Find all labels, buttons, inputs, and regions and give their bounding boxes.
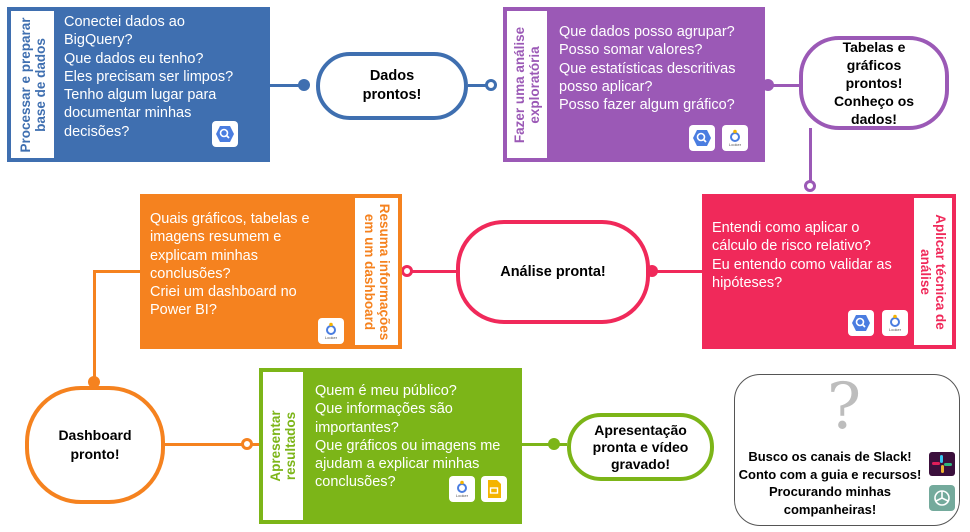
looker-studio-icon: Looker bbox=[882, 310, 908, 336]
connector-tables-technique bbox=[809, 128, 812, 188]
step-explore-title: Fazer uma análise exploratória bbox=[512, 26, 542, 143]
step-process-questions: Conectei dados ao BigQuery? Que dados eu… bbox=[64, 14, 234, 140]
step-technique-side: Aplicar técnica de análise bbox=[914, 198, 952, 345]
milestone-analysis-ready: Análise pronta! bbox=[456, 220, 650, 324]
step-present-side: Apresentar resultados bbox=[263, 372, 303, 520]
step-explore-questions: Que dados posso agrupar? Posso somar val… bbox=[559, 24, 736, 114]
connector-dot bbox=[548, 438, 560, 450]
connector-dashboard-left bbox=[93, 270, 141, 273]
connector-dot bbox=[804, 180, 816, 192]
step-explore-side: Fazer uma análise exploratória bbox=[507, 11, 547, 158]
slack-icon bbox=[929, 452, 955, 476]
question-mark-icon: ? bbox=[826, 370, 862, 444]
connector-analysis-dashboard bbox=[402, 270, 457, 273]
looker-studio-icon: Looker bbox=[449, 476, 475, 502]
step-technique-card: Entendi como aplicar o cálculo de risco … bbox=[702, 194, 956, 349]
step-process-title: Processar e preparar base de dados bbox=[17, 16, 48, 153]
help-lines: Busco os canais de Slack! Conto com a gu… bbox=[738, 449, 922, 517]
step-present-questions: Quem é meu público? Que informações são … bbox=[315, 383, 501, 491]
connector-dot bbox=[298, 79, 310, 91]
bigquery-icon bbox=[212, 121, 238, 147]
connector-dot bbox=[485, 79, 497, 91]
step-dashboard-card: Quais gráficos, tabelas e imagens resume… bbox=[140, 194, 402, 349]
milestone-presentation-ready: Apresentação pronta e vídeo gravado! bbox=[567, 413, 714, 481]
step-dashboard-title: Resuma informações em um dashboard bbox=[361, 203, 392, 340]
step-present-card: Apresentar resultados Quem é meu público… bbox=[259, 368, 522, 524]
step-technique-title: Aplicar técnica de análise bbox=[918, 213, 948, 330]
help-box: ? Busco os canais de Slack! Conto com a … bbox=[734, 374, 960, 526]
looker-studio-icon: Looker bbox=[722, 125, 748, 151]
milestone-dashboard-ready: Dashboard pronto! bbox=[25, 386, 165, 504]
bigquery-icon bbox=[689, 125, 715, 151]
bigquery-icon bbox=[848, 310, 874, 336]
milestone-data-ready: Dados prontos! bbox=[316, 52, 468, 120]
connector-dot bbox=[88, 376, 100, 388]
looker-studio-icon: Looker bbox=[318, 318, 344, 344]
step-process-card: Processar e preparar base de dados Conec… bbox=[7, 7, 270, 162]
connector-dot bbox=[762, 79, 774, 91]
step-dashboard-side: Resuma informações em um dashboard bbox=[355, 198, 398, 345]
step-process-side: Processar e preparar base de dados bbox=[11, 11, 54, 158]
milestone-tables-ready: Tabelas e gráficos prontos! Conheço os d… bbox=[799, 36, 949, 130]
connector-technique-analysis bbox=[650, 270, 702, 273]
connector-dot bbox=[401, 265, 413, 277]
connector-present-presentation bbox=[522, 443, 567, 446]
step-explore-card: Fazer uma análise exploratória Que dados… bbox=[503, 7, 765, 162]
connector-dashboard-ready-present bbox=[165, 443, 260, 446]
connector-process-data-ready bbox=[270, 84, 300, 87]
chatgpt-icon bbox=[929, 485, 955, 511]
google-slides-icon bbox=[481, 476, 507, 502]
step-present-title: Apresentar resultados bbox=[268, 410, 298, 482]
connector-dot bbox=[241, 438, 253, 450]
connector-explore-tables bbox=[765, 84, 805, 87]
step-dashboard-questions: Quais gráficos, tabelas e imagens resume… bbox=[150, 211, 310, 319]
connector-dashboard-down bbox=[93, 270, 96, 382]
step-technique-questions: Entendi como aplicar o cálculo de risco … bbox=[712, 220, 892, 291]
connector-data-ready-explore bbox=[468, 84, 488, 87]
